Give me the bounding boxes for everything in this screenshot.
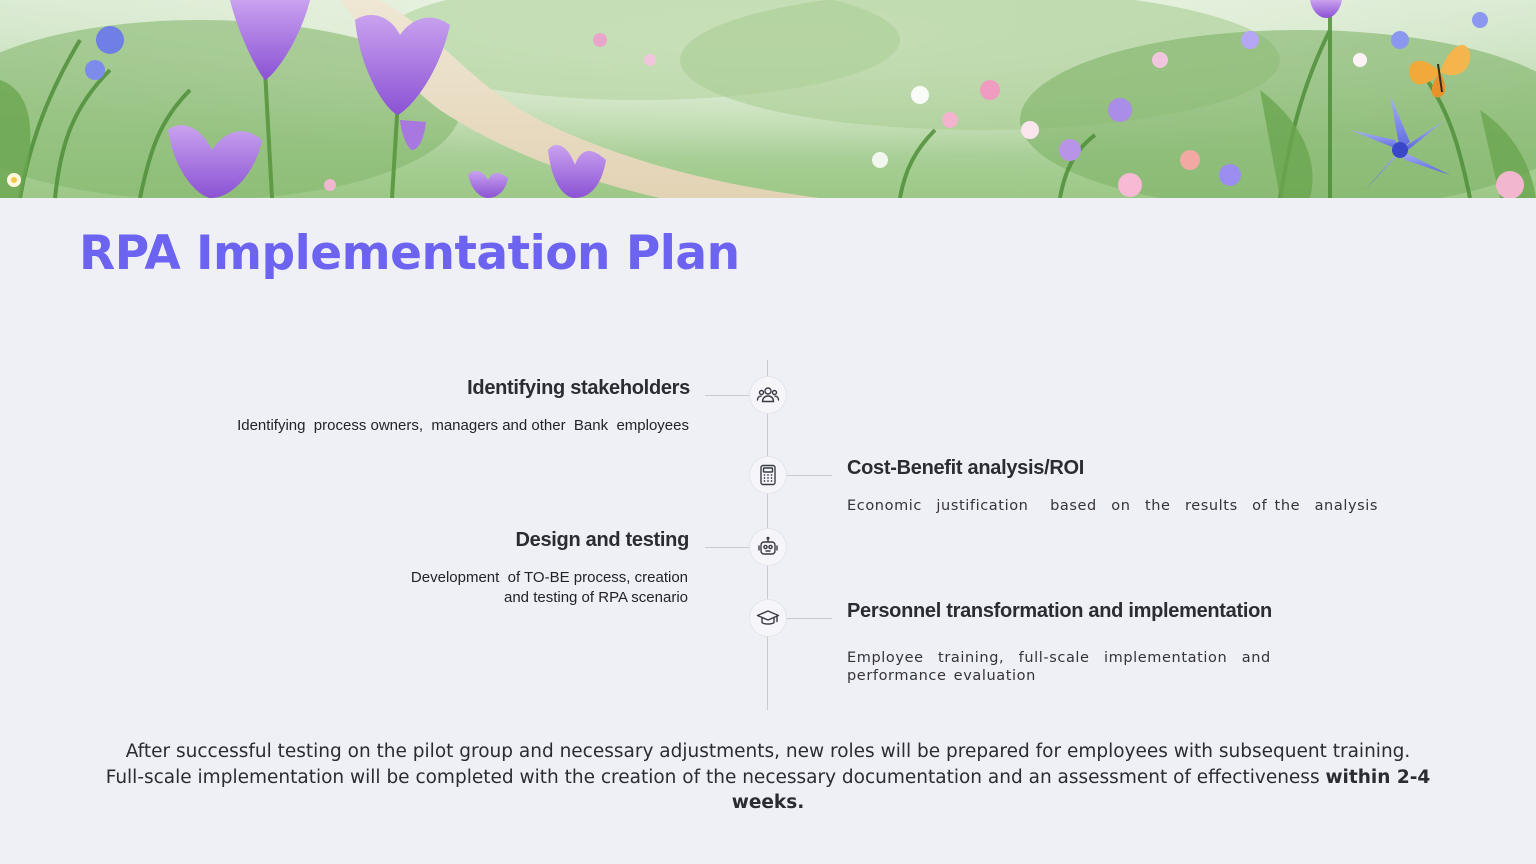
- step-3-connector: [705, 547, 749, 548]
- graduation-cap-icon: [756, 610, 780, 625]
- summary-line-2: Full-scale implementation will be comple…: [105, 766, 1326, 788]
- step-1-title: Identifying stakeholders: [467, 377, 690, 399]
- step-4-description: Employee training, full-scale implementa…: [847, 650, 1279, 684]
- page-title: RPA Implementation Plan: [79, 226, 740, 281]
- calculator-icon: [760, 464, 776, 486]
- step-1-connector: [705, 395, 749, 396]
- step-3-description-line-2: and testing of RPA scenario: [504, 589, 688, 606]
- robot-icon: [758, 536, 778, 555]
- step-3-node: [750, 529, 786, 565]
- step-3-title: Design and testing: [515, 529, 689, 551]
- step-4-title: Personnel transformation and implementat…: [847, 600, 1272, 622]
- header-banner-image: [0, 0, 1536, 198]
- step-2-connector: [787, 475, 832, 476]
- summary-line-1: After successful testing on the pilot gr…: [125, 741, 1411, 762]
- step-1-description: Identifying process owners, managers and…: [237, 417, 689, 434]
- step-4-connector: [787, 618, 832, 619]
- summary-emphasis: within 2-4 weeks.: [731, 766, 1431, 814]
- step-3-description-line-1: Development of TO-BE process, creation: [410, 569, 688, 586]
- summary-text: After successful testing on the pilot gr…: [100, 739, 1436, 816]
- step-2-description: Economic justification based on the resu…: [847, 498, 1379, 514]
- people-group-icon: [756, 387, 780, 403]
- step-2-title: Cost-Benefit analysis/ROI: [847, 457, 1085, 479]
- step-1-node: [750, 377, 786, 413]
- step-2-node: [750, 457, 786, 493]
- step-4-node: [750, 600, 786, 636]
- step-3-description: Development of TO-BE process, creation an…: [411, 568, 688, 608]
